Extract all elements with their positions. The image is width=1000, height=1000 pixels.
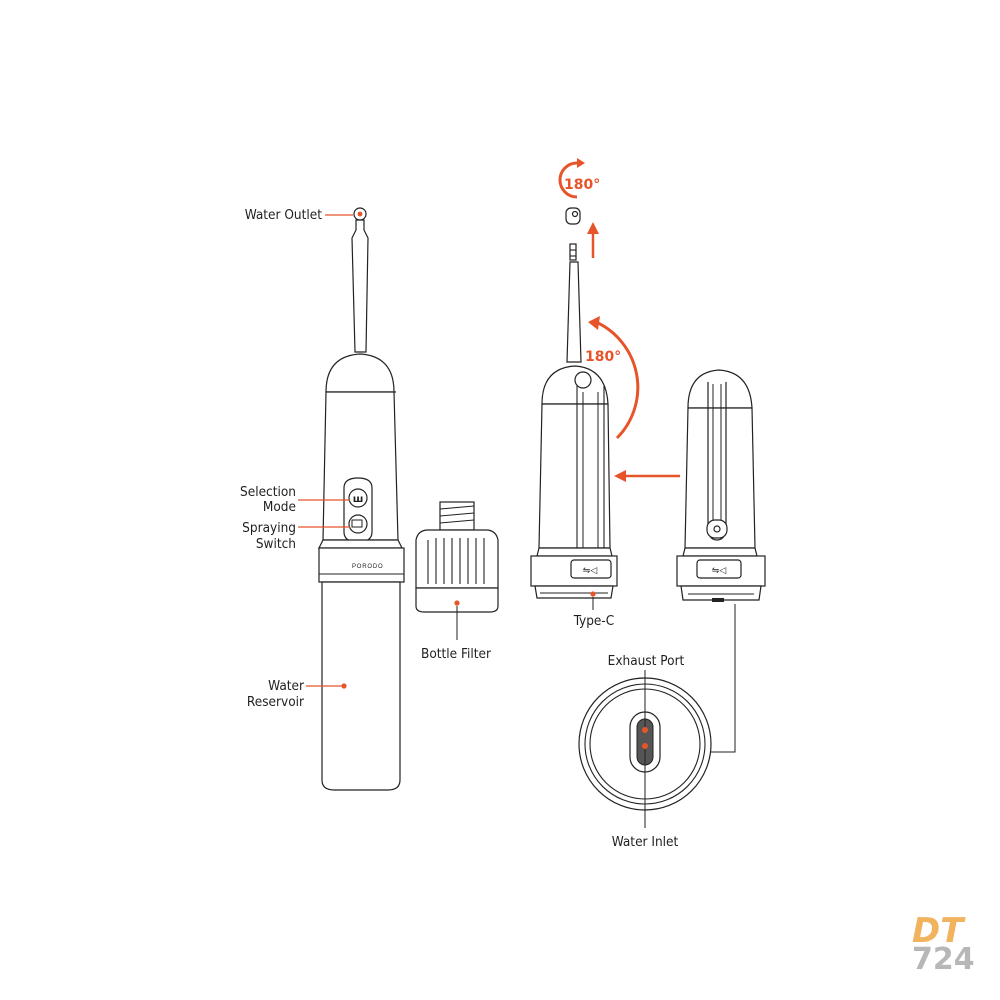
label-selection-mode-2: Mode [263,499,296,515]
callouts-left: Water Outlet Selection Mode Spraying Swi… [240,207,353,710]
label-water-inlet: Water Inlet [612,834,679,850]
svg-text:⇋◁: ⇋◁ [712,566,727,576]
selection-mode-button [348,488,368,508]
brand-mark: PORODO [352,564,383,570]
handle-rotation-arc [595,320,640,440]
label-selection-mode-1: Selection [240,484,296,500]
device-side-view: 180° ⇋◁ Type-C 180° [530,158,680,629]
label-water-reservoir-2: Reservoir [247,694,304,710]
device-folded-view: ⇋◁ [676,369,766,753]
mode-glyph: ш [353,494,364,505]
label-water-outlet: Water Outlet [245,207,323,223]
label-exhaust-port: Exhaust Port [608,653,685,669]
device-front-view: ш PORODO [318,207,405,791]
side-body [538,403,611,549]
watermark-line1: DT [912,911,966,951]
folded-head [687,369,753,409]
watermark-logo: DT 724 [912,911,975,977]
nozzle-stem [351,219,369,353]
label-handle-rotation: 180° [585,349,621,365]
side-head [541,365,609,405]
bottle-filter: Bottle Filter [415,501,499,662]
bottom-view: Exhaust Port Water Inlet [578,653,712,850]
device-collar [318,547,405,583]
exhaust-port-dot [642,727,648,733]
label-type-c: Type-C [573,613,615,629]
label-nozzle-rotation: 180° [564,177,600,193]
water-outlet-dot [357,211,363,217]
watermark-line2: 724 [912,942,975,977]
svg-text:⇋◁: ⇋◁ [583,566,598,576]
water-reservoir-body [321,581,401,791]
label-water-reservoir-1: Water [268,678,304,694]
label-spraying-switch-1: Spraying [242,520,296,536]
device-head [325,353,396,393]
water-inlet-dot [642,743,648,749]
nozzle-long [566,261,582,363]
label-spraying-switch-2: Switch [256,536,296,552]
nozzle-rotation-arc [558,161,578,199]
filter-base [415,587,499,613]
type-c-port [570,559,612,579]
label-bottle-filter: Bottle Filter [421,646,491,662]
